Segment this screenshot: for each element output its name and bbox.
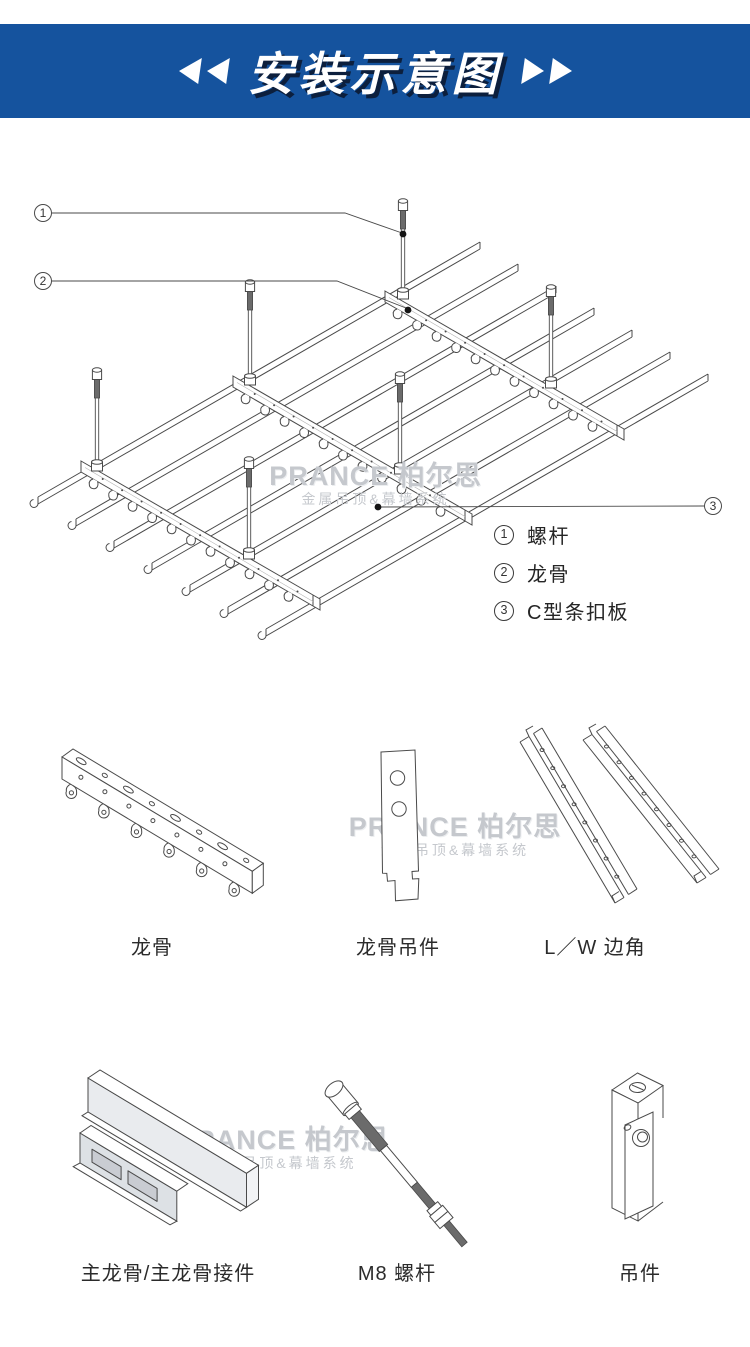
double-arrow-right-icon (520, 58, 574, 84)
double-arrow-left-icon (176, 58, 230, 84)
component-label: 龙骨 (131, 937, 173, 959)
page-title: 安装示意图 (247, 48, 503, 100)
legend-number-3: 3 (494, 600, 514, 621)
keel-hanger-drawing (380, 749, 420, 902)
hanger-drawing (611, 1072, 664, 1222)
w-angle (519, 725, 638, 904)
legend-number-2: 2 (494, 562, 514, 583)
keel-carriers (80, 290, 625, 611)
legend-label-1: 螺杆 (527, 526, 570, 548)
installation-isometric-diagram: 1 2 3 (29, 198, 722, 640)
legend-item: 3 C型条扣板 (494, 600, 629, 624)
legend-item: 2 龙骨 (494, 562, 629, 586)
title-banner: 安装示意图 (0, 24, 750, 118)
arrow-right-icon (548, 58, 574, 84)
keel-side-holes (78, 774, 228, 867)
component-label: L／W 边角 (544, 937, 646, 959)
lw-corner-angle-drawing (519, 723, 720, 904)
watermark-slogan: 金属吊顶&幕墙系统 (301, 491, 450, 508)
main-keel-connector-drawing (72, 1069, 260, 1226)
svg-text:2: 2 (40, 274, 47, 288)
m8-rod-drawing (324, 1080, 468, 1248)
l-angle (582, 723, 720, 884)
keel-top-holes (75, 757, 250, 864)
callout-3: 3 (374, 497, 722, 515)
callout-2: 2 (34, 272, 412, 314)
c-strip-panels (29, 241, 709, 640)
legend-label-3: C型条扣板 (527, 602, 629, 624)
svg-text:3: 3 (710, 499, 717, 513)
keel-hooks (65, 783, 240, 897)
keel-drawing (61, 748, 265, 897)
watermark-brand: PRANCE 柏尔思 (269, 461, 482, 491)
arrow-left-icon (176, 58, 202, 84)
legend-number-1: 1 (494, 524, 514, 545)
arrow-left-icon (204, 58, 230, 84)
arrow-right-icon (520, 58, 546, 84)
legend-label-2: 龙骨 (527, 564, 570, 586)
callout-1: 1 (34, 204, 407, 238)
legend-item: 1 螺杆 (494, 524, 629, 548)
main-keel (81, 1069, 260, 1212)
component-label: M8 螺杆 (357, 1263, 437, 1285)
component-label: 吊件 (619, 1263, 661, 1285)
svg-text:1: 1 (40, 206, 47, 220)
component-label: 龙骨吊件 (356, 937, 440, 959)
callouts: 1 2 3 (34, 204, 722, 515)
component-label: 主龙骨/主龙骨接件 (80, 1263, 256, 1285)
main-keel-connector (72, 1124, 189, 1226)
legend: 1 螺杆 2 龙骨 3 C型条扣板 (494, 524, 629, 638)
watermark: PRANCE 柏尔思 金属吊顶&幕墙系统 (253, 462, 498, 507)
